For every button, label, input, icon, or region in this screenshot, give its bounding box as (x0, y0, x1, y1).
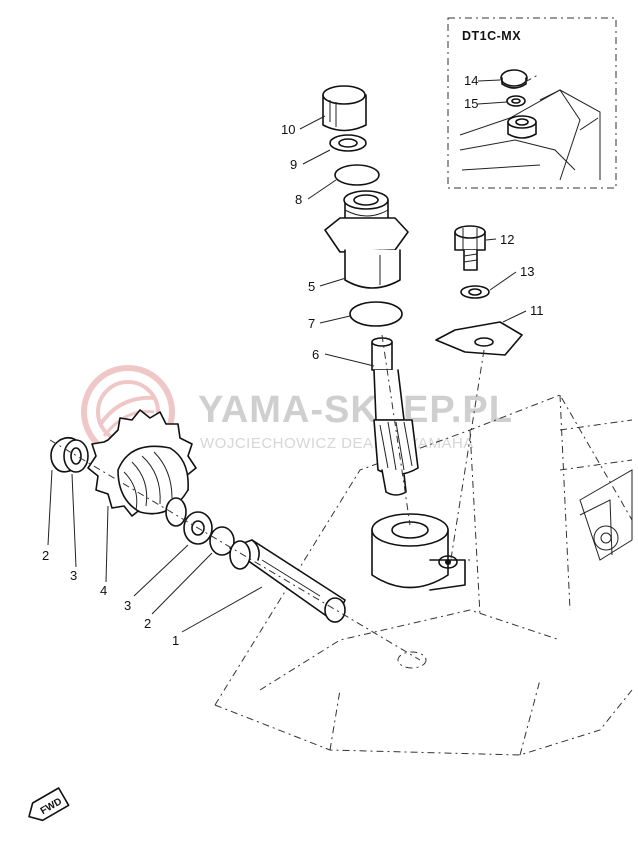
part-4-kick-gear (87, 409, 197, 527)
inset-dt1c-mx: DT1C-MX 14 15 (447, 17, 617, 189)
callout-3-right: 3 (124, 598, 131, 613)
part-7-o-ring (349, 301, 403, 327)
fwd-direction-badge: FWD (28, 787, 70, 822)
callout-8: 8 (295, 192, 302, 207)
shaft-boss (371, 513, 466, 591)
callout-7: 7 (308, 316, 315, 331)
part-3-washer-left (63, 439, 89, 473)
part-14-plug (500, 69, 528, 89)
callout-13: 13 (520, 264, 534, 279)
part-2-circlip-right (209, 526, 235, 556)
callout-14: 14 (464, 73, 478, 88)
callout-11: 11 (530, 303, 544, 318)
part-12-bolt (454, 225, 486, 271)
callout-12: 12 (500, 232, 514, 247)
callout-labels: 10 9 8 5 7 6 12 13 11 2 3 4 3 2 1 (42, 122, 544, 648)
inset-boss (507, 115, 537, 139)
callout-10: 10 (281, 122, 295, 137)
watermark-brand: YAMA-SKLEP.PL (198, 389, 513, 431)
part-10-cap (322, 85, 367, 132)
part-11-stopper-plate (435, 321, 523, 566)
callout-1: 1 (172, 633, 179, 648)
part-8-o-ring (334, 164, 380, 186)
callout-3-left: 3 (70, 568, 77, 583)
part-6-drive-shaft (371, 337, 419, 496)
callout-15: 15 (464, 96, 478, 111)
callout-2-left: 2 (42, 548, 49, 563)
part-9-washer (329, 134, 367, 152)
callout-2-right: 2 (144, 616, 151, 631)
watermark-subtitle: WOJCIECHOWICZ DEALER YAMAHA (200, 435, 474, 452)
callout-leaders (47, 79, 527, 633)
part-15-gasket (506, 95, 526, 107)
callout-4: 4 (100, 583, 107, 598)
part-5-housing (324, 190, 409, 289)
callout-5: 5 (308, 279, 315, 294)
crankcase-outline (214, 394, 633, 756)
callout-9: 9 (290, 157, 297, 172)
part-13-washer (460, 285, 490, 299)
inset-title: DT1C-MX (462, 29, 521, 43)
callout-6: 6 (312, 347, 319, 362)
